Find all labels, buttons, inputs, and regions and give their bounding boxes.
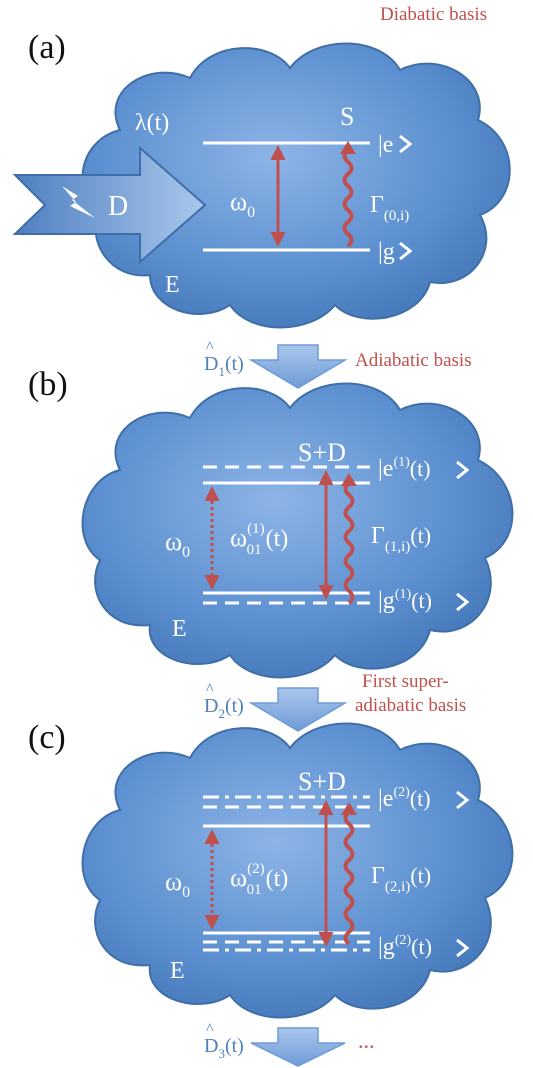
ground-state-label-a: |g bbox=[378, 239, 395, 265]
drive-label: D bbox=[108, 191, 128, 222]
panel-c: (c) S+D E ω0 ω(2)01(t) Γ(2,i)(t) |e(2)(t… bbox=[28, 719, 514, 1019]
system-label-a: S bbox=[340, 102, 354, 131]
gamma-label-c: Γ(2,i)(t) bbox=[371, 863, 431, 895]
transform-1: D1(t) ^ Adiabatic basis bbox=[204, 339, 472, 389]
lightning-icon bbox=[62, 186, 95, 218]
gamma-wavy-arrow-b bbox=[343, 481, 355, 605]
ket-bracket-icon bbox=[456, 592, 470, 612]
gamma-label-a: Γ(0,i) bbox=[370, 192, 409, 224]
excited-state-label-b: |e(1)(t) bbox=[378, 455, 431, 482]
ground-state-label-c: |g(2)(t) bbox=[378, 933, 432, 960]
omega0-label-c: ω0 bbox=[165, 867, 190, 901]
d3-hat: ^ bbox=[206, 1021, 214, 1038]
cloud-c bbox=[81, 722, 514, 1019]
drive-arrow bbox=[12, 145, 207, 265]
ket-bracket-icon bbox=[456, 460, 470, 480]
ground-state-label-b: |g(1)(t) bbox=[378, 587, 432, 614]
system-label-c: S+D bbox=[298, 767, 346, 796]
omega0-label-b: ω0 bbox=[165, 527, 190, 561]
d1-label: D1(t) bbox=[204, 353, 244, 379]
panel-c-letter: (c) bbox=[28, 719, 66, 756]
continuation-ellipsis: ... bbox=[358, 1028, 375, 1053]
gamma-arrowhead-c bbox=[341, 802, 357, 815]
down-arrow-3 bbox=[250, 1027, 346, 1067]
system-label-b: S+D bbox=[298, 438, 346, 467]
environment-label-b: E bbox=[172, 616, 187, 642]
lambda-label: λ(t) bbox=[135, 110, 169, 136]
down-arrow-1 bbox=[248, 344, 348, 389]
d3-label: D3(t) bbox=[204, 1035, 244, 1061]
ket-bracket-icon bbox=[456, 938, 470, 958]
d2-label: D2(t) bbox=[204, 695, 244, 721]
transform-2: D2(t) ^ First super- adiabatic basis bbox=[204, 671, 466, 732]
environment-label-a: E bbox=[165, 272, 180, 298]
ket-bracket-icon bbox=[456, 790, 470, 810]
environment-label-c: E bbox=[170, 958, 185, 984]
super-adiabatic-basis-label: adiabatic basis bbox=[355, 695, 466, 716]
omega0-label-a: ω0 bbox=[230, 187, 255, 221]
basis-a-label: Diabatic basis bbox=[380, 4, 487, 25]
omega01-label-c: ω(2)01(t) bbox=[230, 861, 288, 898]
panel-a: (a) Diabatic basis D λ(t) S E ω0 Γ(0,i) … bbox=[12, 4, 511, 329]
ket-bracket-icon bbox=[399, 241, 413, 261]
gamma-wavy-arrow-a bbox=[342, 148, 354, 248]
panel-a-letter: (a) bbox=[28, 29, 66, 66]
excited-state-label-c: |e(2)(t) bbox=[378, 785, 431, 812]
gamma-arrowhead-b bbox=[341, 473, 357, 486]
cloud-b bbox=[81, 382, 514, 679]
adiabatic-basis-label: Adiabatic basis bbox=[355, 350, 472, 371]
first-super-label: First super- bbox=[362, 671, 449, 692]
gamma-label-b: Γ(1,i)(t) bbox=[371, 523, 431, 555]
omega01-label-b: ω(1)01(t) bbox=[230, 521, 288, 558]
gamma-wavy-arrow-c bbox=[343, 810, 355, 946]
gamma-arrowhead-a bbox=[340, 141, 356, 154]
panel-b: (b) S+D E ω0 ω(1)01(t) Γ(1,i)(t) |e(1)(t… bbox=[28, 366, 514, 679]
down-arrow-2 bbox=[248, 687, 348, 732]
d1-hat: ^ bbox=[206, 339, 214, 356]
d2-hat: ^ bbox=[206, 681, 214, 698]
excited-state-label-a: |e bbox=[378, 132, 393, 158]
panel-b-letter: (b) bbox=[28, 366, 68, 403]
transform-3: D3(t) ^ ... bbox=[204, 1021, 375, 1067]
ket-bracket-icon bbox=[399, 134, 413, 154]
